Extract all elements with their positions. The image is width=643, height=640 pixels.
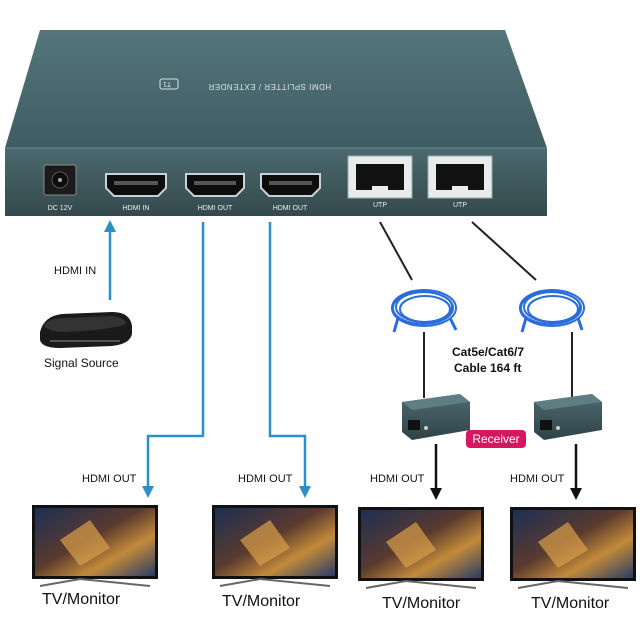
tv-label-4: TV/Monitor: [531, 595, 610, 612]
receiver-out-arrow: [570, 444, 582, 500]
hdmi-out-label-1: HDMI OUT: [82, 473, 137, 485]
receiver-out-arrow: [430, 444, 442, 500]
hdmi-out-label-4: HDMI OUT: [510, 473, 565, 485]
port-label-hdmi-in: HDMI IN: [122, 205, 150, 212]
port-label-hdmi-out-2: HDMI OUT: [272, 205, 308, 212]
tv-label-1: TV/Monitor: [42, 591, 121, 608]
tv-monitor-icon: [32, 505, 158, 587]
device-badge: T1: [163, 80, 172, 87]
utp-port-icon: [347, 155, 413, 199]
port-label-hdmi-out-1: HDMI OUT: [197, 205, 233, 212]
receiver-box-icon: [402, 394, 470, 440]
port-label-utp-2: UTP: [453, 202, 467, 209]
hdmi-out-line-2: [268, 222, 311, 498]
hdmi-out-line-1: [142, 222, 205, 498]
hdmi-out-label-2: HDMI OUT: [238, 473, 293, 485]
signal-source-label: Signal Source: [44, 356, 119, 370]
tv-monitor-icon: [358, 507, 484, 589]
hdmi-out-port-icon: [185, 173, 245, 197]
signal-source-box-icon: [40, 312, 132, 348]
tv-monitor-icon: [212, 505, 338, 587]
coiled-cable-icon: [519, 289, 585, 333]
hdmi-in-port-icon: [105, 173, 167, 197]
utp-port-icon: [427, 155, 493, 199]
hdmi-in-label: HDMI IN: [54, 265, 97, 277]
port-label-utp-1: UTP: [373, 202, 387, 209]
cable-spec-line1: Cat5e/Cat6/7: [452, 345, 525, 359]
device-top-surface: [5, 30, 547, 148]
tv-monitor-icon: [510, 507, 636, 589]
receiver-box-icon: [534, 394, 602, 440]
hdmi-out-port-icon: [260, 173, 321, 197]
cable-spec-line2: Cable 164 ft: [454, 361, 522, 375]
coiled-cable-icon: [391, 289, 458, 333]
device-title: HDMI SPLITTER / EXTENDER: [208, 82, 332, 91]
hdmi-in-arrow: [104, 220, 116, 300]
tv-label-2: TV/Monitor: [222, 593, 301, 610]
port-label-dc: DC 12V: [47, 205, 73, 212]
receiver-badge: Receiver: [466, 430, 526, 448]
tv-label-3: TV/Monitor: [382, 595, 461, 612]
hdmi-out-label-3: HDMI OUT: [370, 473, 425, 485]
dc-jack-icon: [43, 164, 77, 196]
